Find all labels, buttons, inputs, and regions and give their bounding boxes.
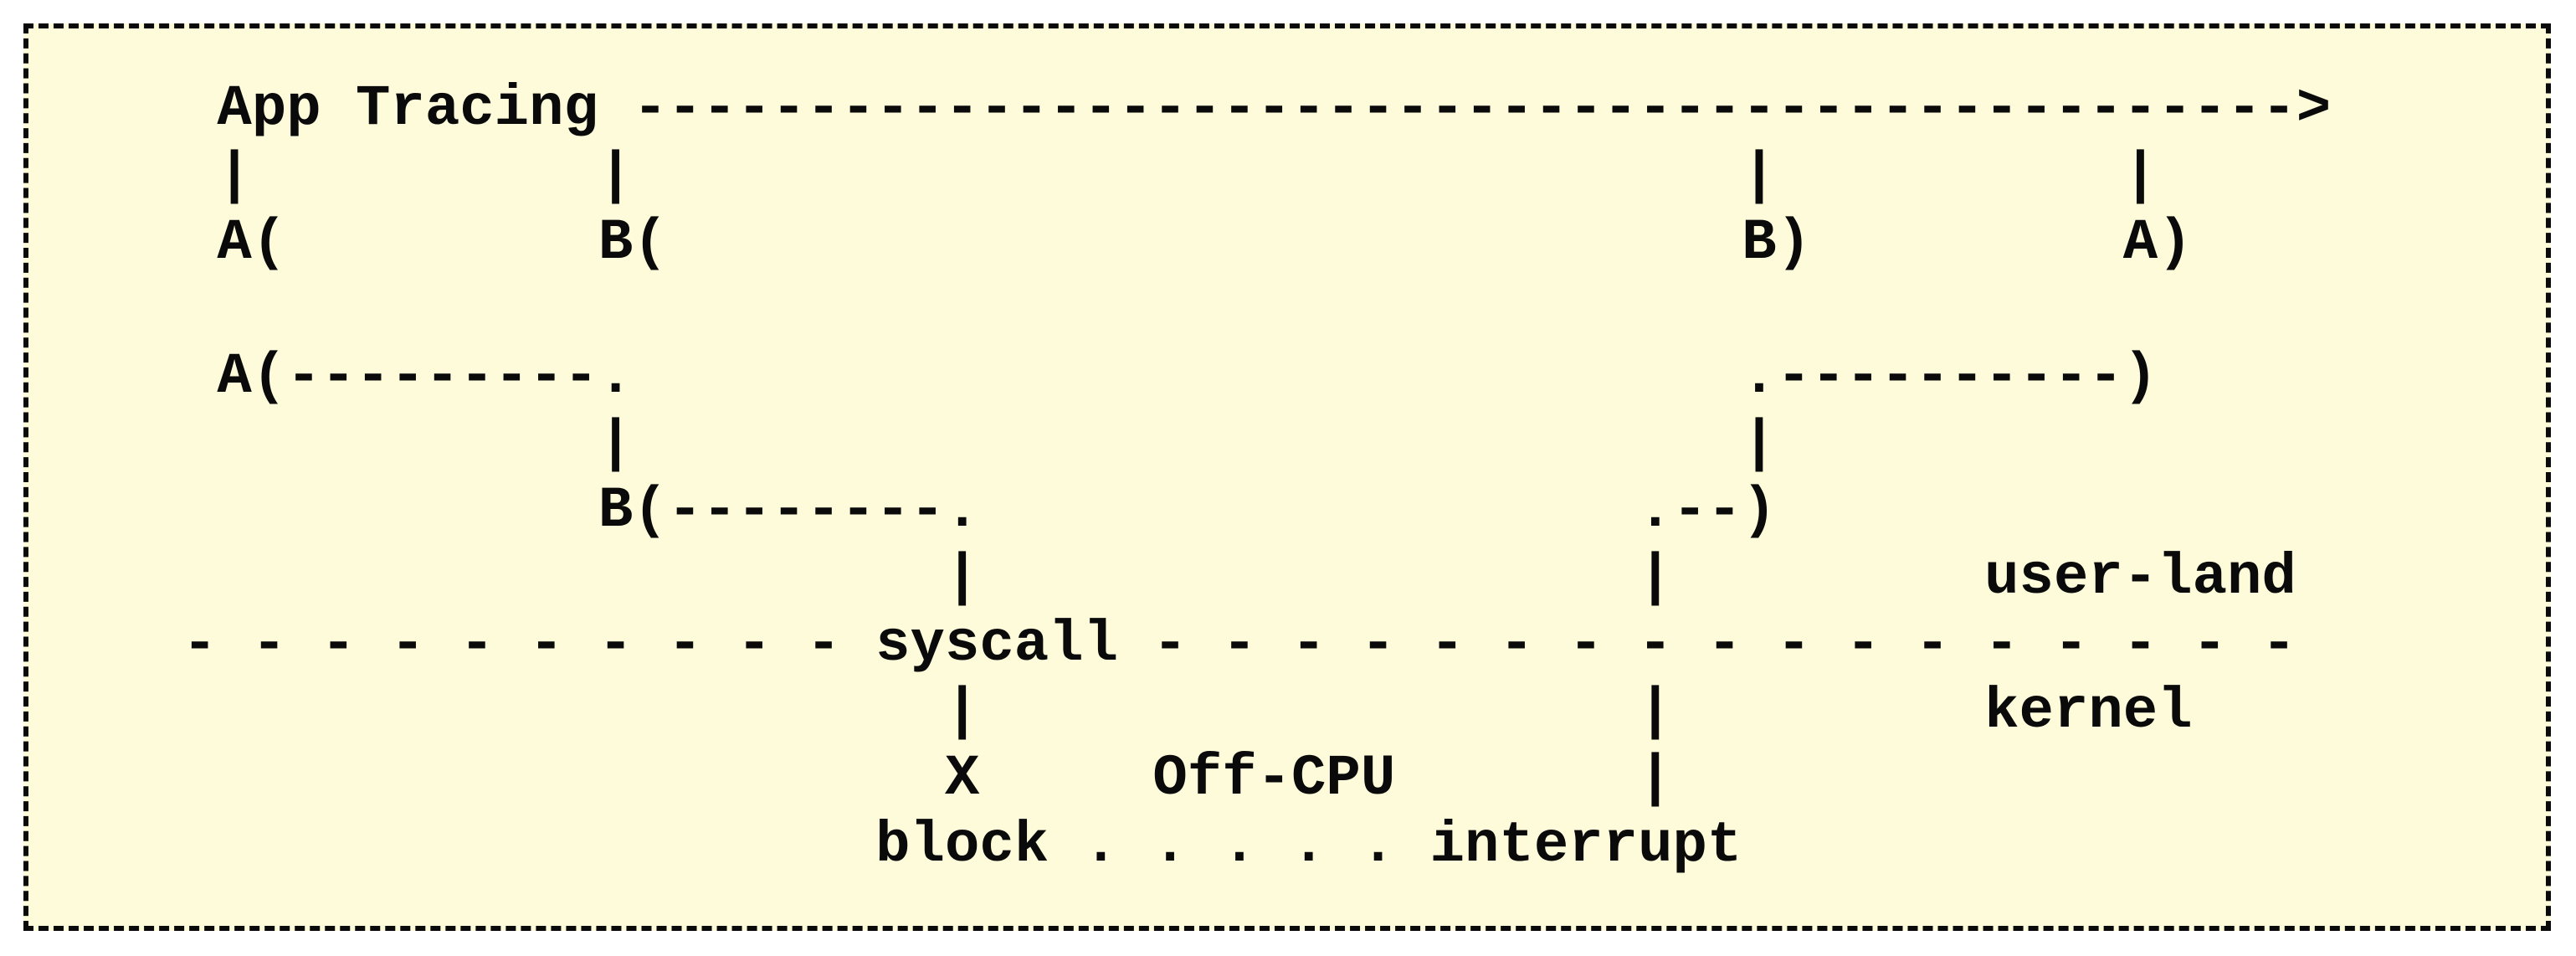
line-span-a: A(---------. .----------) bbox=[182, 344, 2158, 409]
line-span-b: B(--------. .--) bbox=[182, 478, 1777, 543]
line-app-tracing-arrow: App Tracing ----------------------------… bbox=[182, 76, 2332, 141]
line-block-interrupt: block . . . . . interrupt bbox=[182, 813, 1742, 878]
line-span-connectors: | | bbox=[182, 411, 1777, 476]
line-event-tick-pipes: | | | | bbox=[182, 143, 2158, 208]
line-block-x-offcpu: X Off-CPU | bbox=[182, 746, 1673, 811]
line-blank-spacer bbox=[182, 276, 2546, 343]
diagram-panel: App Tracing ----------------------------… bbox=[23, 23, 2551, 931]
line-event-markers: A( B( B) A) bbox=[182, 210, 2193, 275]
line-userland-label: | | user-land bbox=[182, 545, 2296, 610]
line-syscall-boundary: - - - - - - - - - - syscall - - - - - - … bbox=[182, 612, 2296, 677]
line-kernel-label: | | kernel bbox=[182, 679, 2193, 744]
ascii-art: App Tracing ----------------------------… bbox=[28, 28, 2546, 879]
